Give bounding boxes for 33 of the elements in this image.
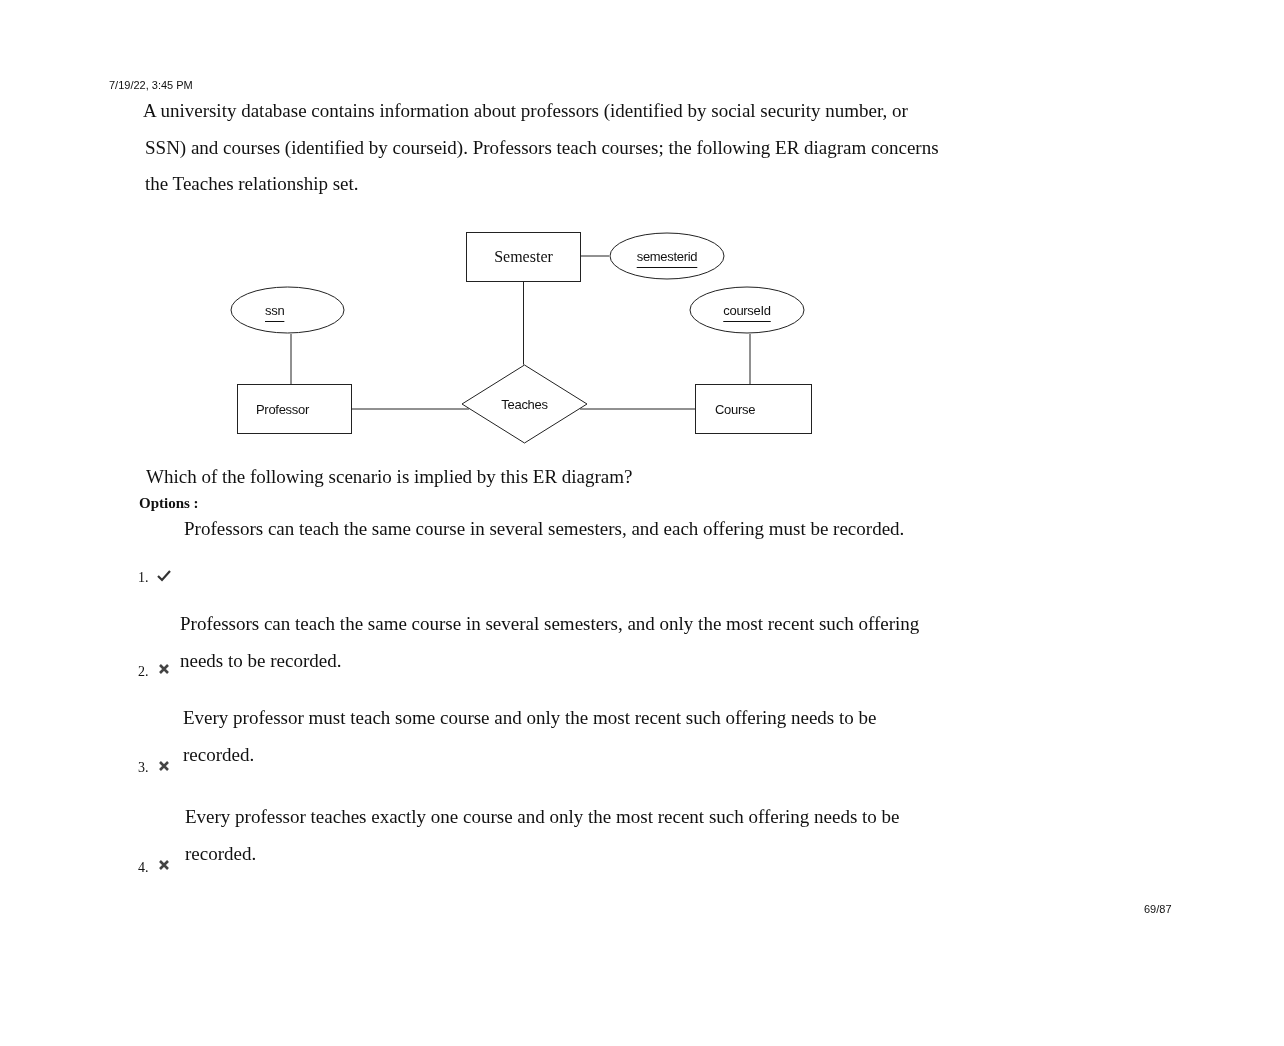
question-text: Which of the following scenario is implied by this ER diagram? [146,465,634,489]
key-attribute-text: courseId [723,302,771,318]
page-number: 69/87 [1144,902,1173,917]
connector-line [749,333,751,385]
key-attribute-text: ssn [265,302,285,318]
connector-line [523,281,524,366]
option-text: Every professor must teach some course and only the most recent such offering needs to be recorded. [183,706,878,767]
connector-line [351,408,470,410]
node-label: Course [715,401,756,417]
options-heading: Options : [139,494,200,513]
option-text: Professors can teach the same course in several semesters, and only the most recent such offering needs to be recorded. [180,612,921,673]
attribute-ellipse [230,286,345,334]
option-text: Every professor teaches exactly one course and only the most recent such offering needs to be recorded. [185,805,901,866]
connector-line [290,333,292,385]
option-number: 2. [138,663,150,681]
entity-box [237,384,352,434]
attribute-ellipse [689,286,805,334]
node-label: Semester [494,248,553,266]
key-attribute-text: semesterid [636,248,698,264]
connector-line [579,408,696,410]
connector-line [580,255,610,257]
relationship-diamond [461,364,588,444]
node-label: Teaches [501,396,548,412]
attribute-ellipse [609,232,725,280]
node-label: Professor [256,401,309,417]
option-number: 3. [138,759,150,777]
option-text: Professors can teach the same course in several semesters, and each offering must be recorded. [184,517,906,541]
entity-box [466,232,581,282]
question-paragraph: A university database contains information about professors (identified by social security number, or SSN) and courses (identified by courseid). Professors teach courses; the following ER diagram concerns the Teaches relationship set. [143,99,940,196]
option-number: 1. [138,569,150,587]
timestamp: 7/19/22, 3:45 PM [109,78,194,93]
entity-box [695,384,812,434]
option-number: 4. [138,859,150,877]
